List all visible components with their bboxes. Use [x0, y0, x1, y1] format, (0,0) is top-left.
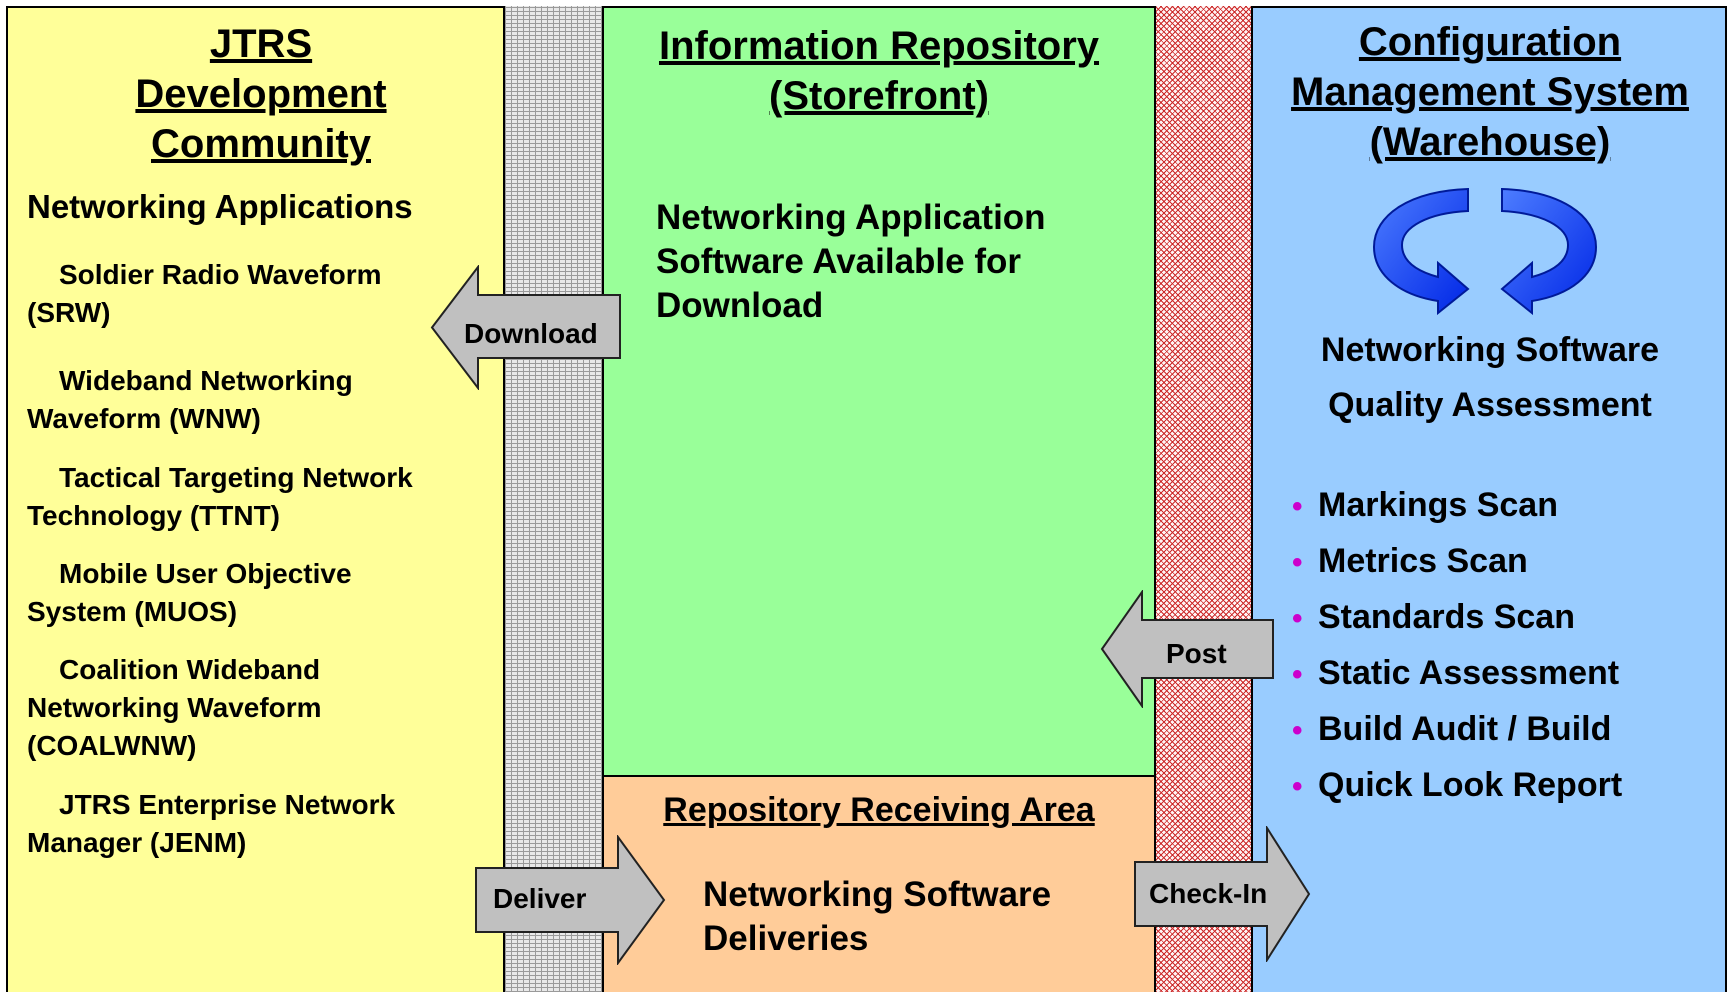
app-item-line: Wideband Networking — [59, 365, 353, 396]
receiving-area-description-line: Deliveries — [703, 919, 869, 958]
networking-applications-heading: Networking Applications — [27, 188, 413, 225]
jtrs-community-panel — [6, 6, 503, 992]
repository-title-line: (Storefront) — [769, 74, 989, 118]
cycle-arrow-right — [1500, 187, 1598, 315]
repository-description: Networking Application Software Availabl… — [656, 196, 1046, 328]
repository-title-line: Information Repository — [658, 24, 1100, 68]
assessment-step-label: Metrics Scan — [1318, 542, 1528, 580]
app-item-line: Coalition Wideband — [59, 654, 321, 685]
app-item-jenm: JTRS Enterprise Network Manager (JENM) — [27, 786, 395, 862]
app-item-line: System (MUOS) — [27, 596, 238, 627]
assessment-step-label: Quick Look Report — [1318, 766, 1623, 804]
app-item-coalwnw: Coalition Wideband Networking Waveform (… — [27, 651, 322, 765]
checkin-arrow-icon — [1134, 826, 1311, 962]
assessment-step-label: Standards Scan — [1318, 598, 1575, 636]
assessment-step: • Metrics Scan — [1292, 534, 1622, 590]
download-arrow-icon — [430, 265, 621, 390]
deliver-arrow-icon — [475, 835, 666, 965]
post-arrow-label: Post — [1166, 638, 1227, 669]
assessment-step: • Build Audit / Build — [1292, 702, 1622, 758]
quality-assessment-line: Quality Assessment — [1328, 386, 1652, 424]
cms-title-line: Configuration — [1358, 20, 1622, 64]
bullet-icon: • — [1292, 546, 1303, 579]
assessment-steps-list: • Markings Scan • Metrics Scan • Standards … — [1292, 478, 1622, 814]
app-item-muos: Mobile User Objective System (MUOS) — [27, 555, 352, 631]
cms-title-line: (Warehouse) — [1369, 120, 1611, 164]
app-item-line: (SRW) — [27, 297, 111, 328]
quality-assessment-heading: Networking Software Quality Assessment — [1253, 323, 1727, 433]
bullet-icon: • — [1292, 490, 1303, 523]
repository-description-line: Networking Application — [656, 198, 1046, 237]
app-item-line: Tactical Targeting Network — [59, 462, 413, 493]
assessment-step: • Standards Scan — [1292, 590, 1622, 646]
app-item-ttnt: Tactical Targeting Network Technology (T… — [27, 459, 413, 535]
assessment-step: • Quick Look Report — [1292, 758, 1622, 814]
app-item-line: Technology (TTNT) — [27, 500, 280, 531]
receiving-area-description: Networking Software Deliveries — [703, 873, 1051, 961]
cms-title: Configuration Management System (Warehou… — [1253, 17, 1727, 167]
deliver-arrow-label: Deliver — [493, 883, 587, 914]
bullet-icon: • — [1292, 602, 1303, 635]
receiving-area-description-line: Networking Software — [703, 875, 1052, 914]
cms-title-line: Management System — [1291, 70, 1689, 114]
jtrs-title: JTRS Development Community — [6, 19, 516, 169]
repository-title: Information Repository (Storefront) — [604, 21, 1154, 121]
assessment-step-label: Markings Scan — [1318, 486, 1558, 524]
app-item-line: Waveform (WNW) — [27, 403, 261, 434]
app-item-srw: Soldier Radio Waveform (SRW) — [27, 256, 382, 332]
circular-arrows-icon — [1372, 187, 1598, 315]
information-repository-panel — [604, 6, 1154, 775]
brick-wall-divider — [503, 6, 604, 992]
app-item-line: (COALWNW) — [27, 730, 197, 761]
hatched-wall-divider — [1154, 6, 1253, 992]
app-item-line: Networking Waveform — [27, 692, 322, 723]
assessment-step-label: Static Assessment — [1318, 654, 1620, 692]
assessment-step-label: Build Audit / Build — [1318, 710, 1612, 748]
app-item-line: JTRS Enterprise Network — [59, 789, 396, 820]
jtrs-title-line: Community — [151, 122, 371, 166]
repository-description-line: Download — [656, 286, 824, 325]
assessment-step: • Markings Scan — [1292, 478, 1622, 534]
bullet-icon: • — [1292, 658, 1303, 691]
receiving-area-title: Repository Receiving Area — [663, 791, 1095, 829]
bullet-icon: • — [1292, 714, 1303, 747]
app-item-wnw: Wideband Networking Waveform (WNW) — [27, 362, 353, 438]
app-item-line: Soldier Radio Waveform — [59, 259, 382, 290]
repository-description-line: Software Available for — [656, 242, 1022, 281]
jtrs-title-line: Development — [135, 72, 387, 116]
app-item-line: Manager (JENM) — [27, 827, 247, 858]
post-arrow-icon — [1100, 590, 1274, 708]
cms-panel — [1253, 6, 1727, 992]
quality-assessment-line: Networking Software — [1320, 331, 1660, 369]
app-item-line: Mobile User Objective — [59, 558, 352, 589]
receiving-area-panel — [604, 775, 1154, 992]
jtrs-title-line: JTRS — [209, 22, 313, 66]
bullet-icon: • — [1292, 770, 1303, 803]
checkin-arrow-label: Check-In — [1149, 878, 1268, 909]
cycle-arrow-left — [1372, 187, 1470, 315]
download-arrow-label: Download — [464, 318, 598, 349]
assessment-step: • Static Assessment — [1292, 646, 1622, 702]
